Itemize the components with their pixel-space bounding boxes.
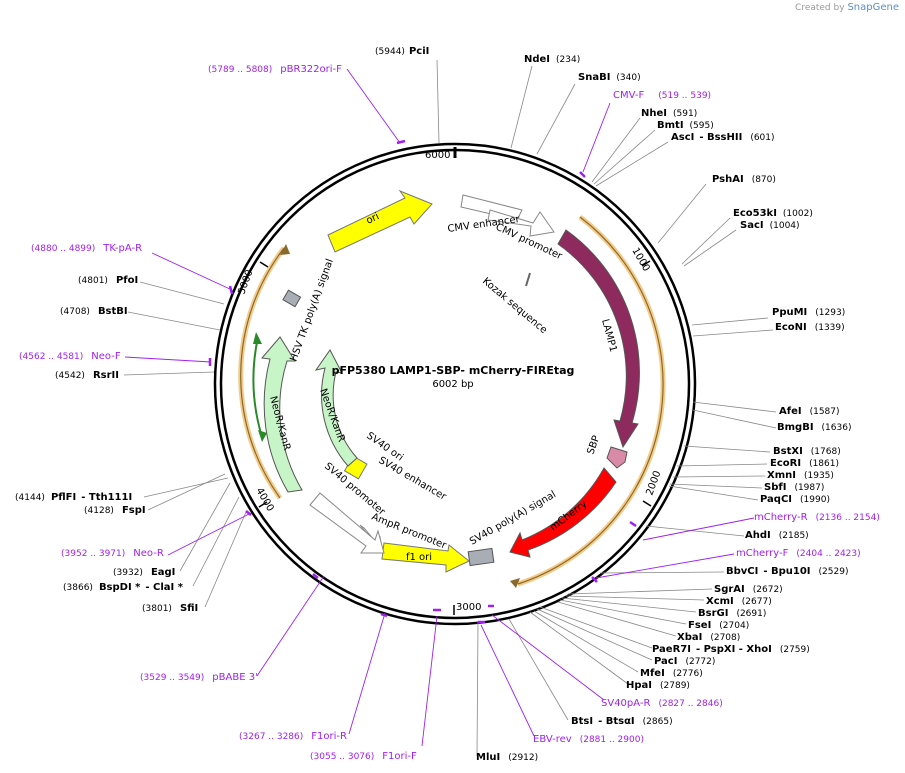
primer-labels: (5789 .. 5808)pBR322ori-F CMV-F(519 .. 5… [19, 64, 880, 762]
primer-ebv-rev[interactable]: EBV-rev(2881 .. 2900) [533, 734, 644, 745]
enzyme-hpai[interactable]: HpaI(2789) [626, 680, 690, 691]
orf-arc-right [517, 216, 664, 585]
enzyme-afei[interactable]: AfeI(1587) [779, 406, 840, 417]
tick-6000: 6000 [425, 150, 450, 161]
sbp-label: SBP [585, 434, 602, 456]
primer-mcherry-r[interactable]: mCherry-R(2136 .. 2154) [754, 512, 880, 523]
enzyme-pcii[interactable]: (5944)PciI [375, 46, 429, 57]
enzyme-bsrgi[interactable]: BsrGI(2691) [698, 608, 766, 619]
primer-neo-f[interactable]: (4562 .. 4581)Neo-F [19, 351, 121, 362]
tick-2000: 2000 [644, 469, 663, 497]
enzyme-mfei[interactable]: MfeI(2776) [640, 668, 703, 679]
ori-label: ori [365, 211, 381, 226]
snapgene-logo-text: SnapGene [847, 2, 899, 13]
snapgene-credit: Created by SnapGene [795, 2, 899, 13]
neor-outer-arrow [261, 336, 303, 493]
tick-5000: 5000 [236, 268, 255, 296]
sbp-arrow [606, 446, 628, 469]
enzyme-rsrii[interactable]: (4542)RsrII [55, 370, 119, 381]
enzyme-xcmi[interactable]: XcmI(2677) [706, 596, 772, 607]
enzyme-fsei[interactable]: FseI(2704) [688, 620, 749, 631]
enzyme-xmni[interactable]: XmnI(1935) [767, 470, 834, 481]
enzyme-paer7i[interactable]: PaeR7I- PspXI - XhoI(2759) [652, 644, 810, 655]
plasmid-size: 6002 bp [432, 379, 473, 390]
enzyme-btsi[interactable]: BtsI- BtsαI(2865) [571, 716, 673, 727]
primer-pbabe3[interactable]: (3529 .. 3549)pBABE 3' [140, 672, 258, 683]
enzyme-sfii[interactable]: (3801)SfiI [142, 603, 198, 614]
plasmid-name: pFP5380 LAMP1-SBP- mCherry-FIREtag [332, 364, 575, 377]
hsv-polya-box [282, 289, 302, 308]
primer-cmv-f[interactable]: CMV-F(519 .. 539) [613, 90, 711, 101]
created-by-text: Created by [795, 3, 845, 13]
enzyme-ndei[interactable]: NdeI(234) [524, 54, 580, 65]
enzyme-paqci[interactable]: PaqCI(1990) [760, 494, 830, 505]
sv40-enhancer-label: SV40 enhancer [377, 455, 449, 503]
mcherry-arrow [509, 467, 617, 558]
enzyme-fspi[interactable]: (4128)FspI [84, 505, 146, 516]
enzyme-saci[interactable]: SacI(1004) [740, 220, 800, 231]
primer-sv40pa-r[interactable]: SV40pA-R(2827 .. 2846) [601, 698, 723, 709]
enzyme-pfoi[interactable]: (4801)PfoI [78, 275, 138, 286]
enzyme-pshai[interactable]: PshAI(870) [712, 174, 776, 185]
enzyme-ahdi[interactable]: AhdI(2185) [745, 530, 809, 541]
enzyme-ppumi[interactable]: PpuMI(1293) [772, 307, 845, 318]
enzyme-xbai[interactable]: XbaI(2708) [677, 632, 740, 643]
enzyme-eco53ki[interactable]: Eco53kI(1002) [733, 208, 813, 219]
f1-ori-label: f1 ori [406, 552, 432, 563]
kozak-mark [525, 272, 531, 287]
enzyme-sbfi[interactable]: SbfI(1987) [764, 482, 824, 493]
primer-tk-pa-r[interactable]: (4880 .. 4899)TK-pA-R [31, 243, 142, 254]
enzyme-bstbi[interactable]: (4708)BstBI [60, 306, 128, 317]
ori-arrow [327, 189, 433, 253]
primer-pbr322ori-f[interactable]: (5789 .. 5808)pBR322ori-F [208, 64, 342, 75]
primer-mcherry-f[interactable]: mCherry-F(2404 .. 2423) [736, 548, 861, 559]
enzyme-ecori[interactable]: EcoRI(1861) [770, 458, 839, 469]
primer-neo-r[interactable]: (3952 .. 3971)Neo-R [61, 548, 164, 559]
enzyme-snabi[interactable]: SnaBI(340) [578, 72, 641, 83]
orf-arc-left [240, 247, 285, 499]
enzyme-bmgbi[interactable]: BmgBI(1636) [777, 422, 851, 433]
sv40-polya-box [467, 547, 495, 567]
cmv-promoter-label: CMV promoter [494, 222, 565, 263]
neor-inner-arrow [314, 349, 358, 467]
enzyme-mlui[interactable]: MluI(2912) [476, 752, 538, 763]
tick-3000: 3000 [456, 602, 481, 613]
sv40-promoter-arrow [309, 492, 385, 554]
enzyme-asci[interactable]: AscI- BssHII(601) [671, 132, 775, 143]
enzyme-labels: (5944)PciI NdeI(234) SnaBI(340) NheI(591… [15, 46, 851, 763]
neor-orf-line [252, 336, 263, 438]
enzyme-paci[interactable]: PacI(2772) [654, 656, 715, 667]
enzyme-bmti[interactable]: BmtI(595) [657, 120, 714, 131]
lamp1-arrow [557, 229, 640, 449]
lamp1-label: LAMP1 [599, 318, 618, 353]
cmv-promoter-arrow [487, 209, 555, 237]
enzyme-bbvci[interactable]: BbvCI- Bpu10I(2529) [726, 566, 848, 577]
enzyme-pflfi[interactable]: (4144)PflFI- Tth111I [15, 492, 132, 503]
backbone-outer-circle [213, 142, 697, 626]
primer-f1ori-f[interactable]: (3055 .. 3076)F1ori-F [310, 751, 417, 762]
enzyme-nhei[interactable]: NheI(591) [641, 108, 697, 119]
primer-f1ori-r[interactable]: (3267 .. 3286)F1ori-R [239, 731, 347, 742]
enzyme-eagi[interactable]: (3932)EagI [113, 567, 175, 578]
hsv-polya-label: HSV TK poly(A) signal [288, 257, 335, 363]
enzyme-sgrai[interactable]: SgrAI(2672) [714, 584, 783, 595]
enzyme-bspdi[interactable]: (3866)BspDI *- ClaI * [63, 582, 184, 593]
f1-ori-arrow [381, 542, 470, 573]
enzyme-econi[interactable]: EcoNI(1339) [775, 322, 845, 333]
kozak-label: Kozak sequence [480, 276, 549, 336]
enzyme-bstxi[interactable]: BstXI(1768) [773, 446, 841, 457]
